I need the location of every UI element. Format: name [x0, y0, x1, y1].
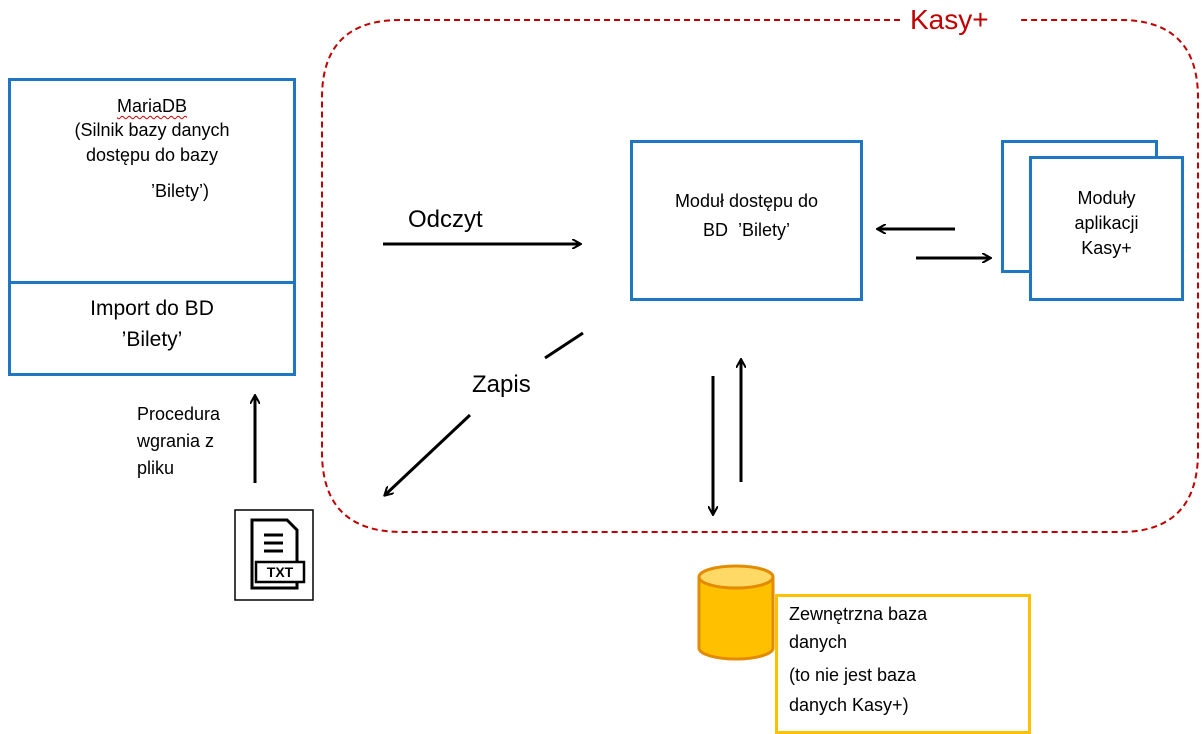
read-label: Odczyt — [408, 206, 483, 233]
mariadb-desc-line3: dostępu do bazy — [85, 145, 219, 165]
procedure-line3: pliku — [137, 458, 175, 478]
txt-file-icon — [234, 509, 314, 601]
external-db-box — [775, 594, 1031, 734]
kasy-group-label: Kasy+ — [910, 4, 989, 35]
external-db-line1: Zewnętrzna baza — [789, 604, 928, 624]
import-title-line2: ’Bilety’ — [121, 328, 183, 351]
external-db-line3: (to nie jest baza — [789, 665, 917, 685]
write-arrow-start — [544, 331, 584, 360]
external-db-line2: danych — [789, 632, 848, 652]
app-modules-line3: Kasy+ — [1081, 238, 1132, 258]
app-modules-box — [1029, 156, 1184, 301]
write-label: Zapis — [472, 371, 531, 398]
mariadb-title: MariaDB — [116, 96, 187, 116]
txt-file-label: TXT — [266, 564, 294, 580]
procedure-line2: wgrania z — [137, 431, 215, 451]
app-modules-line1: Moduły — [1077, 188, 1136, 208]
import-title-line1: Import do BD — [90, 297, 214, 320]
app-modules-line2: aplikacji — [1074, 213, 1139, 233]
mariadb-box — [8, 78, 296, 376]
external-database-icon — [697, 564, 775, 661]
mariadb-desc-line4: ’Bilety’) — [151, 181, 210, 201]
kasy-group-boundary — [321, 19, 1199, 533]
mariadb-desc-line2: (Silnik bazy danych — [74, 120, 230, 140]
procedure-line1: Procedura — [137, 404, 221, 424]
external-db-line4: danych Kasy+) — [789, 695, 909, 715]
access-module-line2: BD ’Bilety’ — [702, 220, 791, 240]
mariadb-box-divider — [8, 281, 296, 284]
access-module-box — [630, 140, 863, 301]
write-arrow — [385, 413, 472, 495]
access-module-line1: Moduł dostępu do — [674, 191, 819, 211]
